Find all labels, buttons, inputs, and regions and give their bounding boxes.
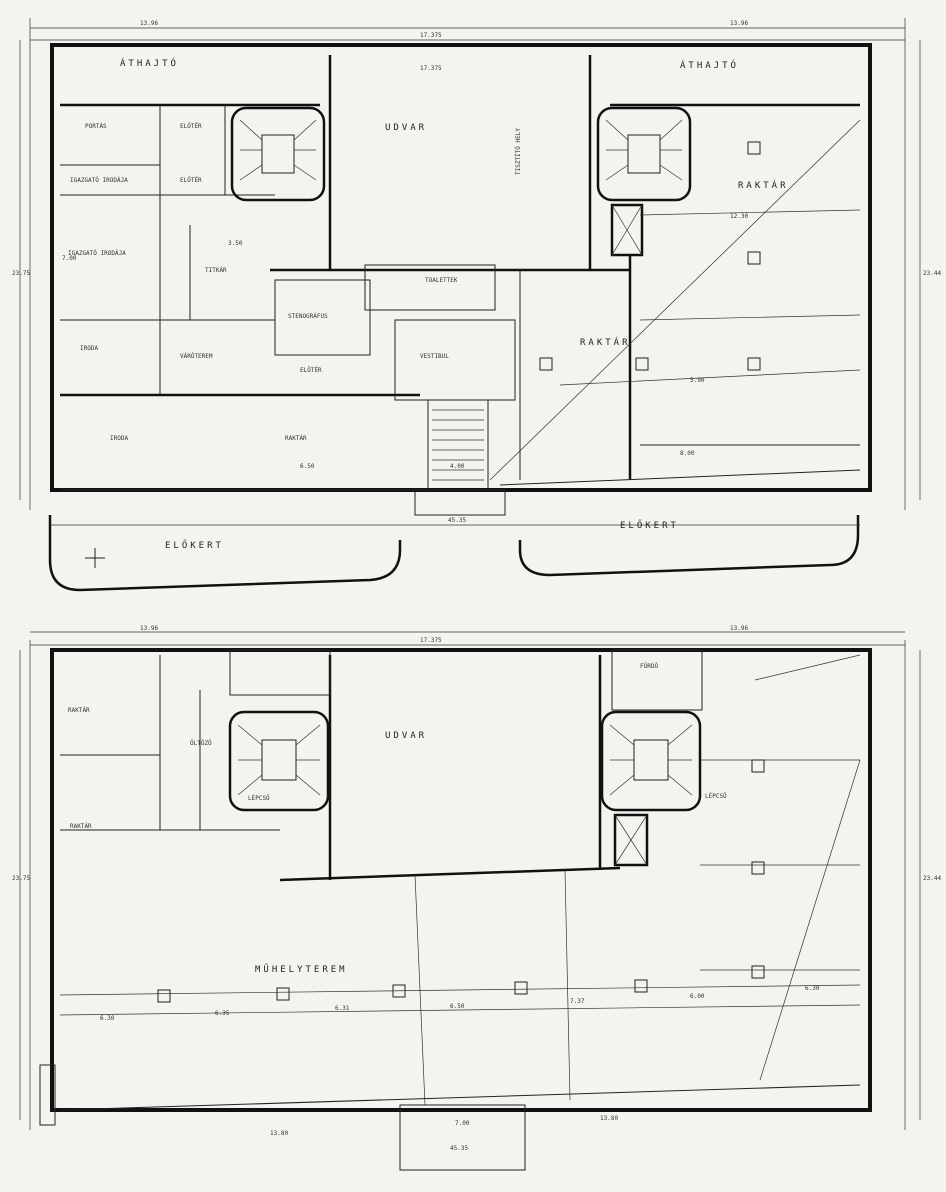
room-label: TITKÁR: [205, 267, 227, 274]
room-label: ELŐTÉR: [180, 176, 202, 184]
room-label: ÁTHAJTÓ: [680, 59, 739, 71]
room-label: IGAZGATÓ IRODÁJA: [68, 250, 126, 257]
dimension-label: 6.35: [215, 1010, 230, 1017]
room-label: VESTIBUL: [420, 353, 449, 360]
room-label: ELŐKERT: [620, 520, 679, 531]
room-label: ELŐTÉR: [180, 122, 202, 130]
dimension-label: 13.80: [270, 1130, 288, 1137]
room-label: RAKTÁR: [70, 823, 92, 830]
room-label: MŰHELYTEREM: [255, 964, 348, 975]
room-label: STENOGRÁFUS: [288, 313, 328, 320]
dimension-label: 6.30: [805, 985, 820, 992]
room-label: ÖLTÖZŐ: [190, 740, 212, 747]
dimension-label: 23.44: [923, 270, 941, 277]
room-label: RAKTÁR: [68, 707, 90, 714]
dimension-label: 6.31: [335, 1005, 350, 1012]
dimension-label: 6.50: [450, 1003, 465, 1010]
dimension-label: 23.75: [12, 875, 30, 882]
ground-floor-labels: ÁTHAJTÓ ÁTHAJTÓ UDVAR PORTÁS ELŐTÉR IGAZ…: [12, 20, 941, 551]
room-label: RAKTÁR: [738, 179, 789, 191]
room-label: IRODA: [110, 435, 128, 442]
room-label: PORTÁS: [85, 123, 107, 130]
upper-floor-plan: [19, 631, 921, 1171]
dimension-label: 45.35: [450, 1145, 468, 1152]
room-label: IGAZGATÓ IRODÁJA: [70, 177, 128, 184]
dimension-label: 4.00: [450, 463, 465, 470]
room-label: TOALETTEK: [425, 277, 458, 284]
dimension-label: 13.80: [600, 1115, 618, 1122]
room-label: VÁRÓTEREM: [180, 353, 213, 360]
dimension-label: 3.50: [228, 240, 243, 247]
room-label: LÉPCSŐ: [705, 792, 727, 800]
ground-floor-plan: [19, 18, 921, 592]
room-label: ELŐKERT: [165, 540, 224, 551]
room-label: IRODA: [80, 345, 98, 352]
room-label: FÜRDŐ: [640, 663, 658, 670]
dimension-label: 13.96: [730, 20, 748, 27]
dimension-label: 6.50: [300, 463, 315, 470]
room-label: UDVAR: [385, 731, 427, 741]
dimension-label: 12.30: [730, 213, 748, 220]
room-label: ÁTHAJTÓ: [120, 57, 179, 69]
room-label: RAKTÁR: [285, 435, 307, 442]
dimension-label: 17.375: [420, 32, 442, 39]
dimension-label: 6.00: [690, 993, 705, 1000]
dimension-label: 8.00: [680, 450, 695, 457]
room-label: ELŐTÉR: [300, 366, 322, 374]
dimension-label: 7.00: [62, 255, 77, 262]
room-label: LÉPCSŐ: [248, 794, 270, 802]
dimension-label: 17.375: [420, 65, 442, 72]
dimension-label: 13.96: [140, 20, 158, 27]
dimension-label: 45.35: [448, 517, 466, 524]
room-label: RAKTÁR: [580, 336, 631, 348]
dimension-label: 5.90: [690, 377, 705, 384]
room-label: TISZTÍTÓ HELY: [514, 128, 522, 175]
dimension-label: 23.75: [12, 270, 30, 277]
dimension-label: 13.96: [140, 625, 158, 632]
dimension-label: 7.00: [455, 1120, 470, 1127]
room-label: UDVAR: [385, 123, 427, 133]
dimension-label: 13.96: [730, 625, 748, 632]
dimension-label: 23.44: [923, 875, 941, 882]
dimension-label: 17.375: [420, 637, 442, 644]
dimension-label: 6.30: [100, 1015, 115, 1022]
upper-floor-labels: RAKTÁR UDVAR RAKTÁR MŰHELYTEREM ÖLTÖZŐ L…: [12, 625, 941, 1152]
dimension-label: 7.37: [570, 998, 585, 1005]
